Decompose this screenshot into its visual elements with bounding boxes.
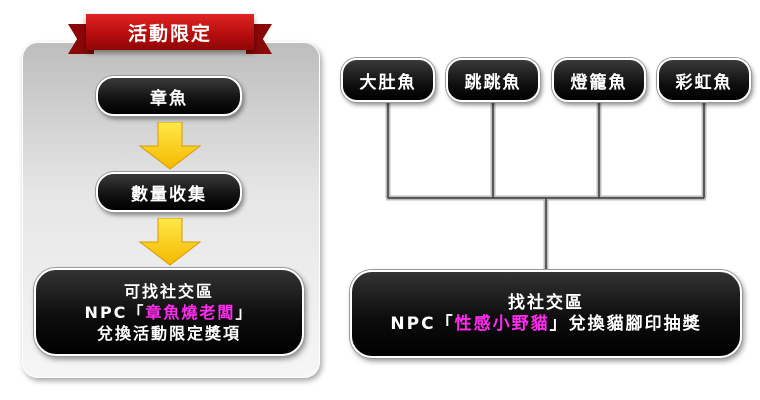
npc-name-highlight: 性感小野貓 [454,314,550,334]
cat-exchange-line2: NPC「性感小野貓」兌換貓腳印抽獎 [390,314,702,334]
fish-label: 彩虹魚 [675,72,733,93]
fish-lantern: 燈籠魚 [552,58,646,102]
cat-exchange-line1: 找社交區 [508,293,584,313]
cat-paw-exchange-info: 找社交區 NPC「性感小野貓」兌換貓腳印抽獎 [350,270,742,358]
exchange-line1: 可找社交區 [123,281,214,301]
step-collect-label: 數量收集 [131,184,207,205]
banner-title: 活動限定 [127,22,212,45]
fish-label: 跳跳魚 [464,72,522,93]
fish-big-belly: 大肚魚 [341,58,435,102]
fish-mudskipper: 跳跳魚 [446,58,540,102]
exchange-line2: NPC「章魚燒老闆」 [84,302,254,322]
fish-label: 大肚魚 [359,72,417,93]
fish-rainbow: 彩虹魚 [657,58,751,102]
step-exchange-info: 可找社交區 NPC「章魚燒老闆」 兌換活動限定獎項 [34,268,304,356]
fish-label: 燈籠魚 [570,72,628,93]
step-octopus-label: 章魚 [150,88,188,109]
step-octopus: 章魚 [96,76,242,116]
down-arrow-icon [138,122,202,170]
limited-event-banner: 活動限定 [86,14,254,50]
step-collect-quantity: 數量收集 [96,172,242,212]
exchange-line3: 兌換活動限定獎項 [96,323,241,343]
down-arrow-icon [138,218,202,266]
npc-name-highlight: 章魚燒老闆 [145,302,236,322]
